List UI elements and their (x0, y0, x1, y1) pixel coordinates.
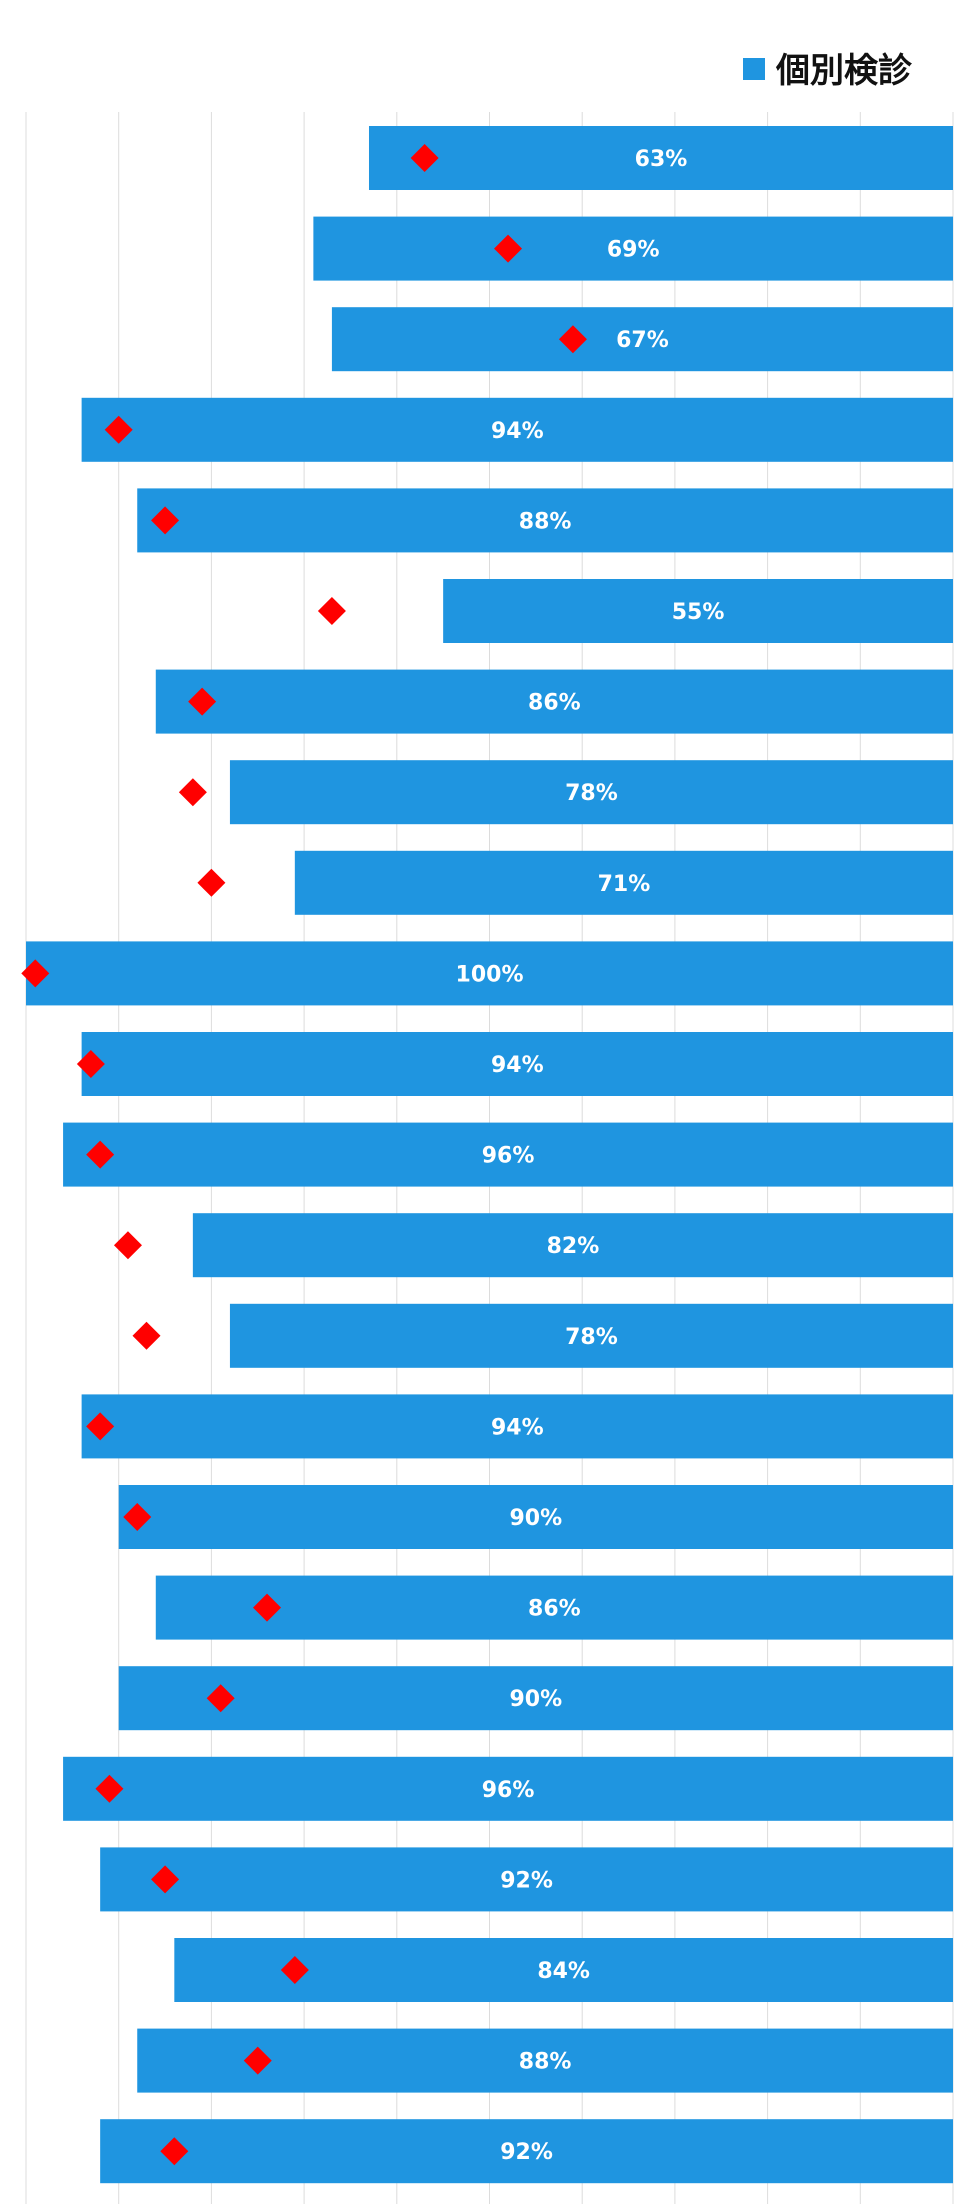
bar (118, 1666, 953, 1731)
bar-value-label: 100% (456, 962, 524, 987)
diamond-marker (206, 1684, 235, 1713)
bar-value-label: 92% (500, 1868, 553, 1893)
legend-swatch (743, 58, 765, 80)
bar-labels: 63% 69% 67% 94% 88% 55% 86% 78% 71% 100% 94% 96% 82%… (456, 147, 725, 2165)
bar-value-label: 94% (491, 419, 544, 444)
diamond-marker (113, 1231, 142, 1260)
diamond-markers (21, 144, 587, 2166)
diamond-marker (558, 325, 587, 354)
bar (192, 1213, 954, 1278)
bar (155, 669, 953, 734)
bar-value-label: 88% (519, 509, 572, 534)
diamond-marker (95, 1774, 124, 1803)
bar-value-label: 82% (547, 1234, 600, 1259)
bar (137, 488, 954, 553)
bar (81, 1032, 954, 1096)
bar (63, 1122, 953, 1187)
diamond-marker (280, 1956, 309, 1984)
bar (294, 850, 954, 915)
bar (331, 307, 953, 372)
bar (118, 1485, 953, 1549)
bar (137, 2028, 954, 2093)
bar-value-label: 86% (528, 691, 581, 716)
bar (81, 1394, 954, 1459)
bar-value-label: 78% (565, 781, 618, 806)
bar-value-label: 88% (519, 2050, 572, 2075)
diamond-marker (317, 597, 346, 625)
bar (81, 397, 954, 462)
bar-value-label: 63% (635, 147, 688, 172)
diamond-marker (410, 144, 439, 172)
diamond-marker (76, 1050, 105, 1078)
diamond-marker (86, 1140, 115, 1169)
bar (368, 126, 953, 190)
diamond-marker (123, 1503, 152, 1531)
diamond-marker (160, 2137, 189, 2166)
bar (313, 216, 953, 281)
bar (229, 1303, 953, 1368)
diamond-marker (197, 868, 226, 897)
diamond-marker (104, 415, 133, 444)
legend: 個別検診 (743, 51, 913, 91)
bar (229, 760, 953, 825)
bar-value-label: 84% (537, 1959, 590, 1984)
diamond-marker (151, 506, 180, 535)
diamond-marker (151, 1865, 180, 1894)
bar-value-label: 69% (607, 238, 660, 263)
legend-label: 個別検診 (775, 51, 913, 91)
diamond-marker (178, 778, 207, 807)
diamond-marker (86, 1412, 115, 1441)
bar-value-label: 86% (528, 1597, 581, 1622)
bar-value-label: 90% (510, 1687, 563, 1712)
diamond-marker (494, 234, 523, 263)
bar-value-label: 96% (482, 1144, 535, 1169)
bar-value-label: 92% (500, 2140, 553, 2165)
bar (443, 579, 953, 643)
diamond-marker (243, 2046, 272, 2075)
bar-value-label: 67% (616, 328, 669, 353)
diamond-marker (132, 1321, 161, 1350)
bar (155, 1575, 953, 1640)
bar (100, 1847, 953, 1912)
bar-value-label: 96% (482, 1778, 535, 1803)
bar-value-label: 90% (510, 1506, 563, 1531)
bar-value-label: 55% (672, 600, 725, 625)
bar-value-label: 94% (491, 1415, 544, 1440)
diamond-marker (188, 687, 217, 716)
bar-value-label: 71% (598, 872, 651, 897)
bars (26, 126, 954, 2184)
bar-value-label: 78% (565, 1325, 618, 1350)
bar (100, 2119, 953, 2184)
diamond-marker (253, 1593, 282, 1622)
bar (26, 941, 953, 1006)
bar-value-label: 94% (491, 1053, 544, 1078)
bar (63, 1756, 953, 1821)
diamond-marker (21, 959, 50, 988)
